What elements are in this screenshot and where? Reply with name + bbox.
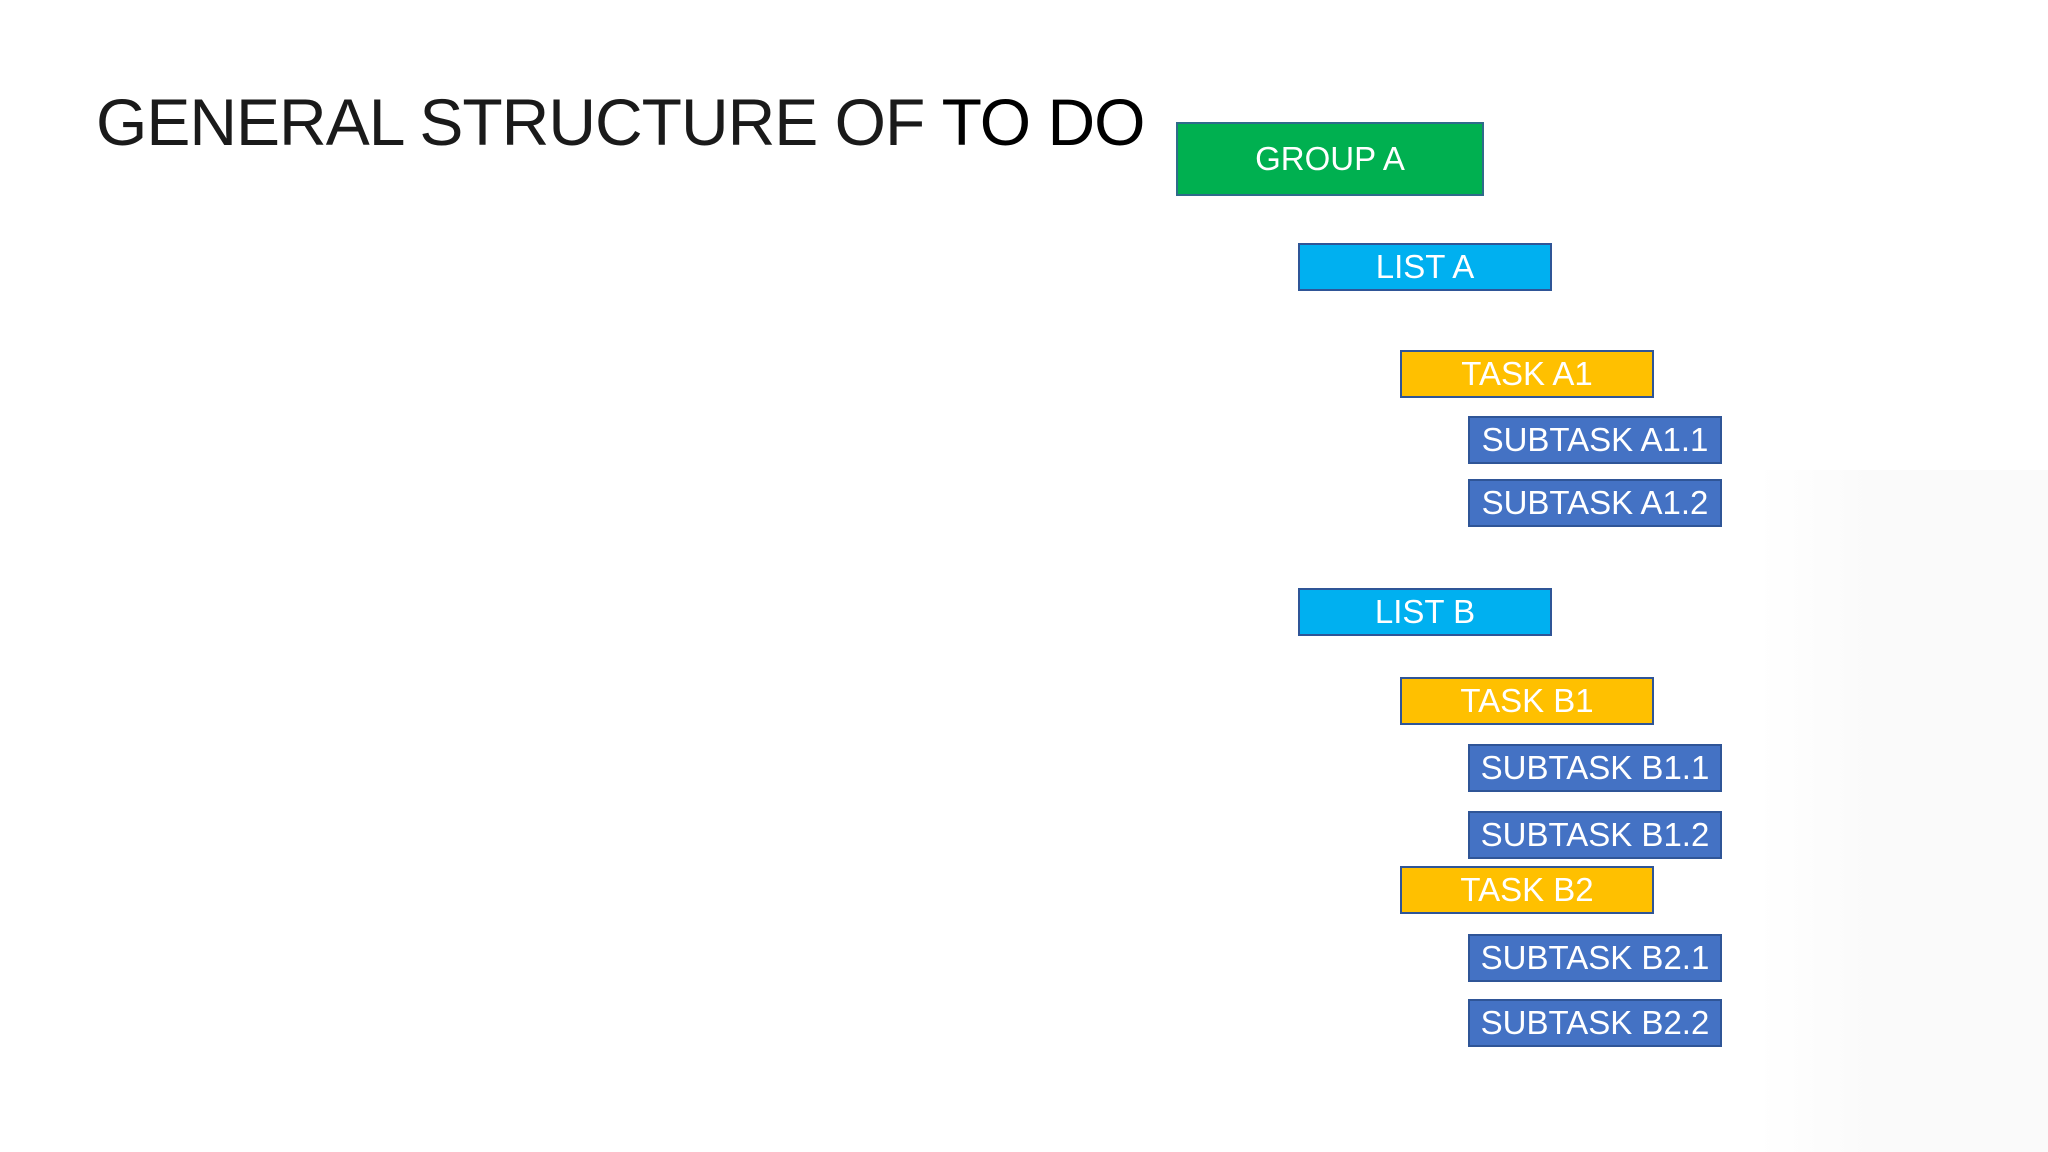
subtask-b1-1-box: SUBTASK B1.1 (1468, 744, 1722, 792)
subtask-b1-2-box: SUBTASK B1.2 (1468, 811, 1722, 859)
subtask-a1-2-box: SUBTASK A1.2 (1468, 479, 1722, 527)
subtask-a1-1-box: SUBTASK A1.1 (1468, 416, 1722, 464)
subtask-b2-1-box: SUBTASK B2.1 (1468, 934, 1722, 982)
page-title: GENERAL STRUCTURE OF TO DO (96, 84, 1146, 160)
list-a-box: LIST A (1298, 243, 1552, 291)
subtask-b2-2-box: SUBTASK B2.2 (1468, 999, 1722, 1047)
title-emphasis: TO DO (941, 85, 1146, 159)
slide-edge-shading (1758, 470, 2048, 1152)
task-b2-box: TASK B2 (1400, 866, 1654, 914)
title-prefix: GENERAL STRUCTURE OF (96, 85, 942, 159)
group-a-box: GROUP A (1176, 122, 1484, 196)
task-a1-box: TASK A1 (1400, 350, 1654, 398)
task-b1-box: TASK B1 (1400, 677, 1654, 725)
list-b-box: LIST B (1298, 588, 1552, 636)
